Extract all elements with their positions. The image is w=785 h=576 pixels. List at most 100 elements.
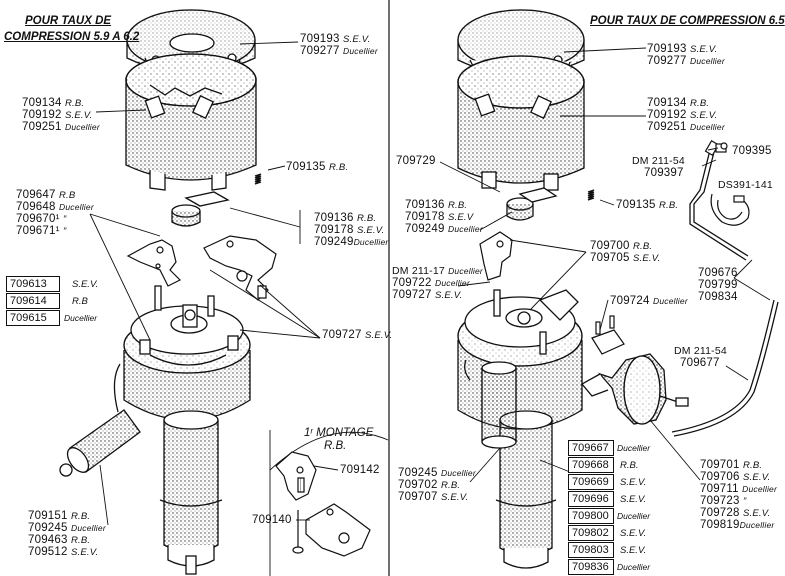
maker-label: R.B. <box>356 213 377 224</box>
ref-number: 709178 <box>314 224 354 236</box>
ref-number: 709702 <box>398 479 438 491</box>
ref-number: 709251 <box>22 121 62 133</box>
left-spring-ref: 709135 R.B. <box>286 161 349 173</box>
maker-label: R.B. <box>64 98 85 109</box>
boxed-ref-number: 709696 <box>568 491 614 507</box>
ref-number: 709819 <box>700 519 740 531</box>
ref-number: 709136 <box>314 212 354 224</box>
left-title-line1: POUR TAUX DE <box>25 15 112 27</box>
maker-label: Ducellier <box>70 523 106 533</box>
maker-label: Ducellier <box>353 237 389 247</box>
maker-label: Ducellier <box>58 202 94 212</box>
maker-label: Ducellier <box>440 468 476 478</box>
boxed-ref-number: 709668 <box>568 457 614 473</box>
right-spring <box>587 189 595 201</box>
maker-label: R.B. <box>440 480 461 491</box>
ref-number: 709676 <box>698 267 738 279</box>
maker-label: S.E.V. <box>632 253 661 264</box>
maker-label: R.B. <box>620 460 639 471</box>
left-distributor-body <box>125 53 257 191</box>
boxed-ref-number: 709802 <box>568 525 614 541</box>
maker-label: S.E.V. <box>72 279 99 290</box>
ref-number: 709277 <box>300 45 340 57</box>
ref-number: 709727 <box>392 289 432 301</box>
right-condenser <box>464 359 517 449</box>
ref-number: 709670¹ <box>16 213 60 225</box>
maker-label: ” <box>63 214 67 225</box>
left-spring <box>254 173 262 185</box>
left-plate-ref: 709727 S.E.V. <box>322 329 393 341</box>
maker-label: S.E.V. <box>689 110 718 121</box>
boxed-ref-number: 709800 <box>568 508 614 524</box>
maker-label: Ducellier <box>617 562 651 572</box>
maker-label: S.E.V. <box>742 508 771 519</box>
first-mount-parts <box>275 451 371 557</box>
maker-label: Ducellier <box>64 122 100 132</box>
ref-number: 709707 <box>398 491 438 503</box>
ref-number: 709723 <box>700 495 740 507</box>
ref-709724: 709724 Ducellier <box>610 295 688 307</box>
boxed-ref-number: 709614 <box>6 293 60 309</box>
maker-label: Ducellier <box>689 56 725 66</box>
maker-label: S.E.V. <box>620 477 647 488</box>
boxed-ref-number: 709667 <box>568 440 614 456</box>
mount-ref-709140: 709140 <box>252 514 292 526</box>
maker-label: Ducellier <box>689 122 725 132</box>
boxed-ref-number: 709669 <box>568 474 614 490</box>
ref-number: 709711 <box>700 483 739 495</box>
maker-label: ” <box>63 226 67 237</box>
dm-211-54-mid: DM 211-54 <box>674 345 727 357</box>
ref-709395: 709395 <box>732 145 772 157</box>
maker-label: S.E.V. <box>440 492 469 503</box>
maker-label: S.E.V. <box>70 547 99 558</box>
ref-number: 709277 <box>647 55 687 67</box>
maker-label: R.B. <box>689 98 710 109</box>
ref-number: 709136 <box>405 199 445 211</box>
vacuum-capsule <box>580 353 689 425</box>
right-rotor <box>506 187 558 221</box>
ref-number: 709671¹ <box>16 225 60 237</box>
boxed-ref-number: 709803 <box>568 542 614 558</box>
mount-ref-709142: 709142 <box>340 464 380 476</box>
maker-label: S.E.V. <box>64 110 93 121</box>
vacuum-bracket <box>591 315 625 355</box>
left-rotor <box>171 191 230 227</box>
ref-number: 709648 <box>16 201 56 213</box>
maker-label: S.E.V. <box>689 44 718 55</box>
right-spring-ref: 709135 R.B. <box>616 199 679 211</box>
maker-label: Ducellier <box>447 224 483 234</box>
ref-number: 709647 <box>16 189 56 201</box>
ref-number: 709134 <box>647 97 687 109</box>
ref-number: 709193 <box>647 43 687 55</box>
maker-label: S.E.V. <box>620 494 647 505</box>
left-distributor-housing <box>123 285 251 575</box>
ref-number: 709463 <box>28 534 68 546</box>
ref-number: 709151 <box>28 510 68 522</box>
maker-label: Ducellier <box>342 46 378 56</box>
maker-label: Ducellier <box>617 511 651 521</box>
maker-label: Ducellier <box>617 443 651 453</box>
maker-label: Ducellier <box>448 266 483 276</box>
vacuum-tube <box>671 149 779 437</box>
maker-label: R.B <box>72 296 88 307</box>
maker-label: S.E.V. <box>742 472 771 483</box>
first-mount-maker: R.B. <box>324 440 347 452</box>
ref-number: 709251 <box>647 121 687 133</box>
right-distributor-body <box>457 55 585 191</box>
ref-number: 709134 <box>22 97 62 109</box>
first-mount-title: 1ʳ MONTAGE <box>304 427 374 439</box>
left-contact-breaker <box>126 239 182 287</box>
ref-number: 709512 <box>28 546 68 558</box>
left-condenser <box>59 363 141 477</box>
ref-number: 709834 <box>698 291 738 303</box>
ref-number: 709178 <box>405 211 445 223</box>
boxed-ref-number: 709615 <box>6 310 60 326</box>
maker-label: Ducellier <box>434 278 470 288</box>
boxed-ref-number: 709836 <box>568 559 614 575</box>
ref-number: 709249 <box>314 236 354 248</box>
ref-number: 709192 <box>647 109 687 121</box>
maker-label: S.E.V <box>447 212 474 223</box>
maker-label: S.E.V. <box>434 290 463 301</box>
